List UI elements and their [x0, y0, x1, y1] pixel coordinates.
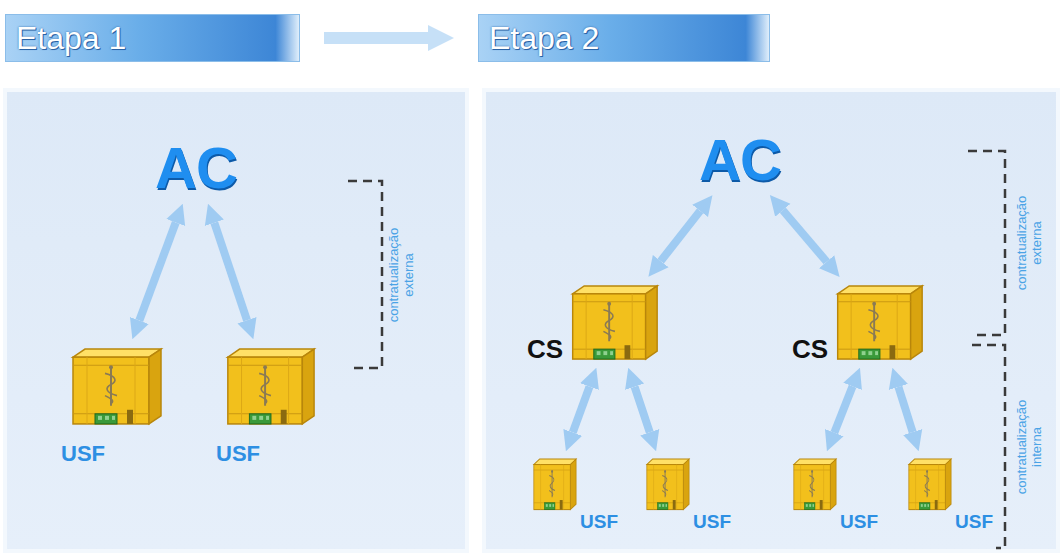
bracket-label: contratualização externa: [1015, 196, 1045, 291]
bracket-label: contratualização externa: [387, 228, 417, 323]
authority-label-box: AC: [149, 136, 243, 200]
health-unit-building: USF: [65, 343, 165, 429]
health-unit-building: USF: [790, 455, 838, 513]
building-icon: [220, 343, 318, 429]
building-icon: [905, 455, 953, 513]
authority-name: AC: [699, 131, 781, 189]
stage-header: Etapa 2: [478, 14, 770, 62]
building-icon: [830, 280, 926, 364]
contract-arrow: [661, 211, 700, 261]
contract-arrow: [214, 223, 247, 320]
building-icon: [565, 280, 661, 364]
unit-name: USF: [580, 512, 618, 531]
unit-name: USF: [955, 512, 993, 531]
contract-arrow: [898, 387, 912, 432]
building-icon: [65, 343, 165, 429]
health-unit-building: USF: [905, 455, 953, 513]
unit-name: USF: [840, 512, 878, 531]
contract-arrow: [834, 386, 852, 432]
contract-arrow: [139, 222, 175, 320]
building-icon: [790, 455, 838, 513]
stage-panel: [5, 90, 467, 551]
dashed-bracket: [968, 151, 1005, 335]
contract-arrow: [573, 387, 590, 433]
unit-name: CS: [527, 336, 563, 362]
authority-label-box: AC: [693, 128, 787, 192]
unit-name: USF: [61, 443, 105, 465]
health-unit-building: CS: [830, 280, 926, 364]
unit-name: USF: [693, 512, 731, 531]
bracket-label: contratualização interna: [1015, 400, 1045, 495]
dashed-bracket: [348, 181, 382, 368]
health-unit-building: USF: [530, 455, 578, 513]
stage-title: Etapa 1: [6, 15, 299, 61]
contract-arrow: [783, 210, 827, 261]
stage-title: Etapa 2: [479, 15, 769, 61]
building-icon: [530, 455, 578, 513]
health-unit-building: USF: [643, 455, 691, 513]
health-unit-building: CS: [565, 280, 661, 364]
unit-name: USF: [216, 443, 260, 465]
authority-name: AC: [155, 139, 237, 197]
stage-panel: [484, 90, 1058, 551]
unit-name: CS: [792, 336, 828, 362]
stage-arrow: [324, 32, 428, 44]
stage-header: Etapa 1: [5, 14, 300, 62]
contract-arrow: [635, 387, 650, 432]
health-unit-building: USF: [220, 343, 318, 429]
building-icon: [643, 455, 691, 513]
